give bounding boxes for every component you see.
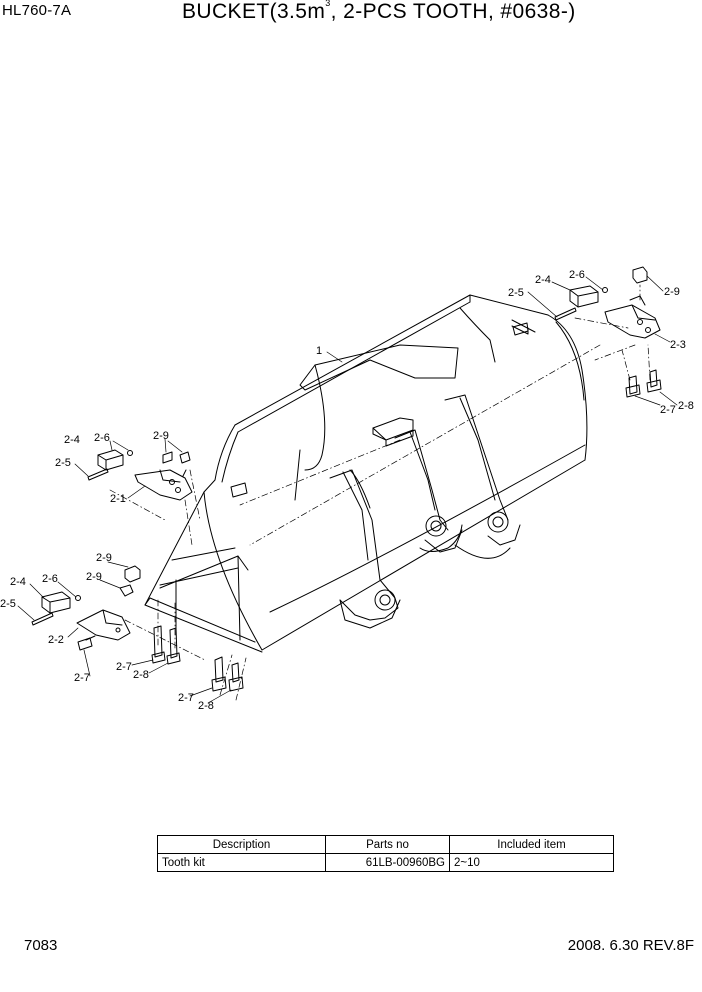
tooth-adapter-2-2 <box>76 609 131 641</box>
callout-2-8-c: 2-8 <box>678 400 694 412</box>
callout-2-7-d: 2-7 <box>660 404 676 416</box>
header-included-item: Included item <box>449 835 614 854</box>
table-row: Tooth kit 61LB-00960BG 2~10 <box>157 853 614 872</box>
cell-parts-no: 61LB-00960BG <box>325 853 450 872</box>
header-parts-no: Parts no <box>325 835 450 854</box>
callout-2-7-b: 2-7 <box>116 661 132 673</box>
revision-date: 2008. 6.30 REV.8F <box>567 937 694 954</box>
callout-2-9-d: 2-9 <box>664 286 680 298</box>
tooth-2-4-upper <box>97 449 124 471</box>
callout-2-5-b: 2-5 <box>0 598 16 610</box>
callout-2-4-c: 2-4 <box>535 274 551 286</box>
page-title: BUCKET(3.5m3, 2-PCS TOOTH, #0638-) <box>182 0 576 24</box>
parts-table-header: Description Parts no Included item <box>157 835 614 854</box>
cell-description: Tooth kit <box>157 853 326 872</box>
title-main: BUCKET(3.5m <box>182 0 326 23</box>
callout-labels: 1 2-4 2-6 2-9 2-5 2-1 2-9 2-4 2-6 2-9 2-… <box>0 269 694 712</box>
cell-included-item: 2~10 <box>449 853 614 872</box>
title-superscript: 3 <box>325 0 331 8</box>
tooth-adapter-2-3 <box>604 295 661 339</box>
callout-2-4-b: 2-4 <box>10 576 26 588</box>
callout-2-5-c: 2-5 <box>508 287 524 299</box>
tooth-adapter-2-1 <box>134 469 193 501</box>
callout-2-9-c: 2-9 <box>86 571 102 583</box>
parts-table: Description Parts no Included item Tooth… <box>157 835 614 872</box>
callout-1: 1 <box>316 345 322 357</box>
callout-2-9-b: 2-9 <box>96 552 112 564</box>
bolts-center <box>151 625 244 692</box>
tooth-2-4-lower <box>41 591 71 614</box>
callout-2-8-a: 2-8 <box>133 669 149 681</box>
callout-2-4-a: 2-4 <box>64 434 80 446</box>
callout-2-6-a: 2-6 <box>94 432 110 444</box>
header-description: Description <box>157 835 326 854</box>
callout-2-7-c: 2-7 <box>178 692 194 704</box>
page-number: 7083 <box>24 937 58 954</box>
tooth-2-4-right <box>569 285 599 308</box>
bucket-body <box>144 294 588 653</box>
callout-2-5-a: 2-5 <box>55 457 71 469</box>
callout-2-1: 2-1 <box>110 493 126 505</box>
callout-2-6-b: 2-6 <box>42 573 58 585</box>
model-label: HL760-7A <box>2 2 72 19</box>
callout-2-9-a: 2-9 <box>153 430 169 442</box>
callout-2-3: 2-3 <box>670 339 686 351</box>
callout-2-2: 2-2 <box>48 634 64 646</box>
callout-2-8-b: 2-8 <box>198 700 214 712</box>
callout-2-6-c: 2-6 <box>569 269 585 281</box>
title-rest: , 2-PCS TOOTH, #0638-) <box>330 0 576 23</box>
callout-2-7-a: 2-7 <box>74 672 90 684</box>
